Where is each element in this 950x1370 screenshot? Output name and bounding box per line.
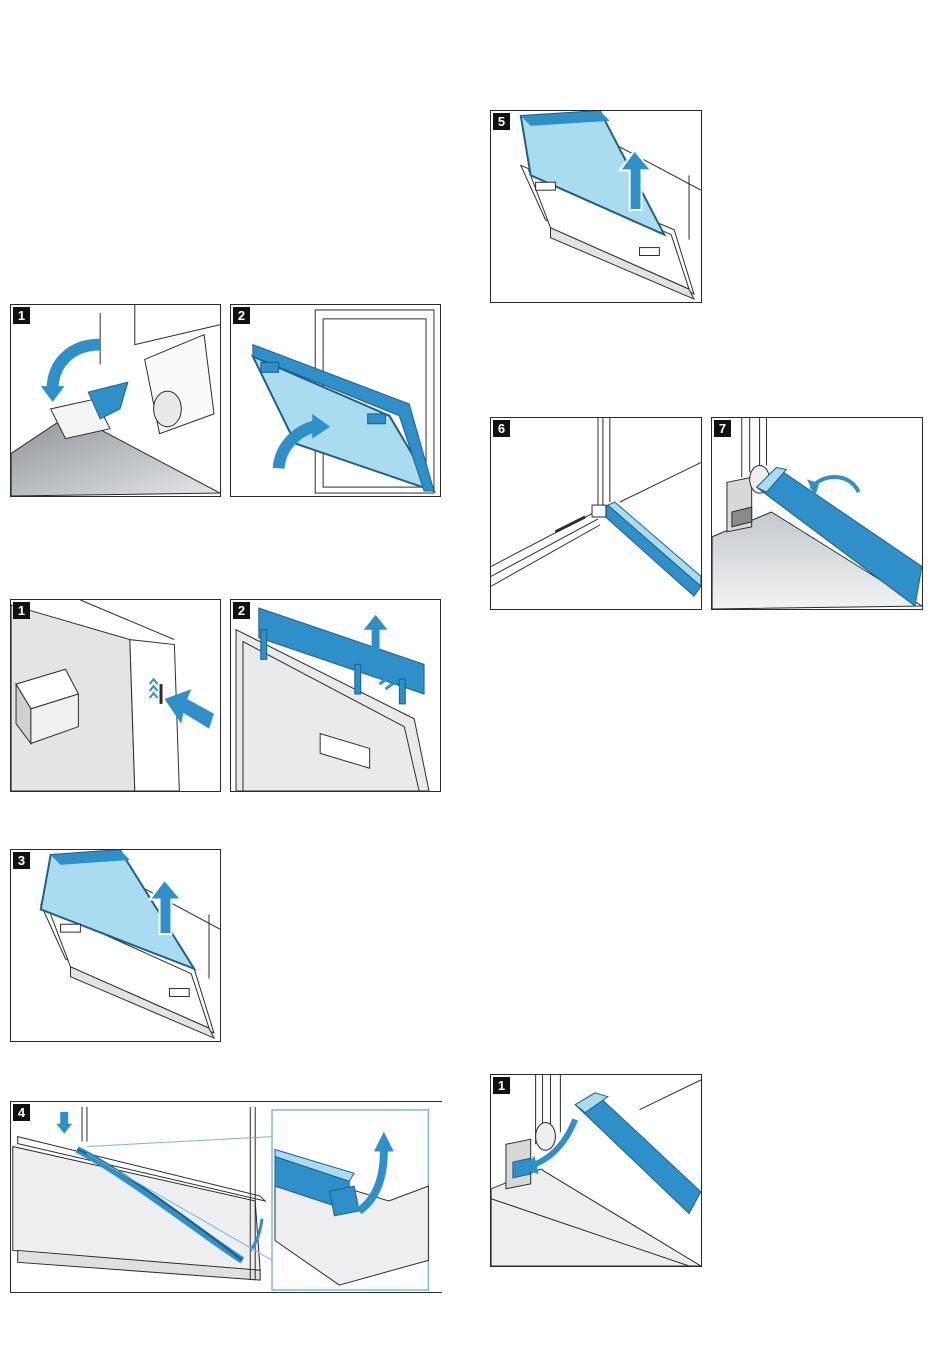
figure-step-a2: 2 [230,304,441,497]
press-latch-illustration [11,600,220,791]
hinge-lever-illustration [11,305,220,496]
figure-step-c7: 7 [711,417,923,610]
step-badge: 6 [493,420,510,437]
figure-step-a1: 1 [10,304,221,497]
step-badge: 4 [13,1104,30,1121]
seal-fit-illustration [712,418,922,609]
figure-step-b1: 1 [10,599,221,792]
figure-step-b2: 2 [230,599,441,792]
glass-pane-insert-illustration [491,111,701,302]
figure-step-c6: 6 [490,417,702,610]
figure-step-b4: 4 [10,1101,442,1293]
glass-pane-lift-illustration [11,850,220,1041]
step-badge: 7 [714,420,731,437]
seal-removal-illustration [11,1102,442,1292]
step-badge: 1 [13,602,30,619]
step-badge: 2 [233,307,250,324]
figure-step-d1: 1 [490,1074,702,1267]
step-badge: 5 [493,113,510,130]
seal-clip-illustration [491,1075,701,1266]
figure-step-b3: 3 [10,849,221,1042]
door-panel-lift-illustration [231,305,440,496]
up-arrow-icon [56,1112,72,1134]
step-badge: 1 [493,1077,510,1094]
cover-lift-illustration [231,600,440,791]
step-badge: 1 [13,307,30,324]
step-badge: 3 [13,852,30,869]
step-badge: 2 [233,602,250,619]
seal-corner-illustration [491,418,701,609]
figure-step-c5: 5 [490,110,702,303]
